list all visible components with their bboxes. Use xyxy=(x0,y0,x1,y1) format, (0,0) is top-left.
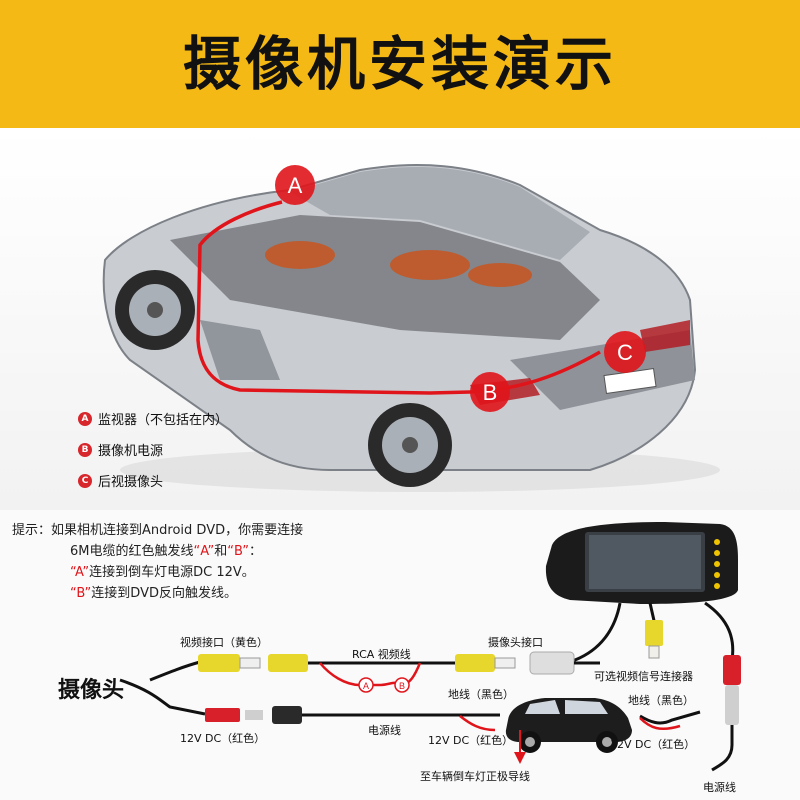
reverse-light-label: 至车辆倒车灯正极导线 xyxy=(420,770,530,783)
legend-badge-a: A xyxy=(78,411,92,426)
note-line-4: “B”连接到DVD反向触发线。 xyxy=(12,583,303,604)
note-line3-text: 连接到倒车灯电源DC 12V。 xyxy=(89,565,255,580)
dc-label-3: 12V DC（红色） xyxy=(610,738,696,751)
dc-label-2: 12V DC（红色） xyxy=(428,734,514,747)
marker-b-label: B xyxy=(483,380,498,405)
legend-badge-c: C xyxy=(78,473,92,488)
note-line4-text: 连接到DVD反向触发线。 xyxy=(91,586,237,601)
note-line-2: 6M电缆的红色触发线“A”和“B”： xyxy=(12,541,303,562)
legend-item-a: A 监视器（不包括在内） xyxy=(78,403,228,434)
header-banner xyxy=(0,0,800,128)
note-line2-mid: 和 xyxy=(214,544,228,559)
legend-text-a: 监视器（不包括在内） xyxy=(98,413,229,428)
optional-connector-label: 可选视频信号连接器 xyxy=(594,670,693,683)
legend-text-b: 摄像机电源 xyxy=(98,444,164,459)
video-port-label: 视频接口（黄色） xyxy=(180,636,268,649)
trigger-b-label: B xyxy=(399,681,405,691)
legend-badge-b: B xyxy=(78,442,92,457)
note-line2-pre: 6M电缆的红色触发线 xyxy=(70,544,194,559)
wiring-route xyxy=(196,200,601,395)
note-line2-post: ： xyxy=(248,544,262,559)
monitor-dc-plug xyxy=(711,655,741,772)
note-line1-text: 如果相机连接到Android DVD，你需要连接 xyxy=(51,523,304,538)
small-car-icon xyxy=(505,698,632,764)
ground-wire-label-2: 地线（黑色） xyxy=(628,694,694,707)
marker-a: A xyxy=(275,165,315,205)
power-cable-label-1: 电源线 xyxy=(368,724,401,737)
legend-item-c: C 后视摄像头 xyxy=(78,465,228,496)
trigger-wires: A B xyxy=(319,662,422,693)
marker-c-label: C xyxy=(617,340,633,365)
power-cable-label-2: 电源线 xyxy=(703,781,736,794)
car-wheels xyxy=(115,270,452,487)
marker-c: C xyxy=(604,331,646,373)
legend-item-b: B 摄像机电源 xyxy=(78,434,228,465)
marker-a-label: A xyxy=(288,173,303,198)
marker-b: B xyxy=(470,372,510,412)
note-line-3: “A”连接到倒车灯电源DC 12V。 xyxy=(12,562,303,583)
note-line3-a: “A” xyxy=(70,565,90,580)
page-title: 摄像机安装演示 xyxy=(182,30,617,98)
note-line4-b: “B” xyxy=(70,586,92,601)
note-prefix: 提示： xyxy=(12,523,52,538)
note-line2-a: “A” xyxy=(193,544,215,559)
camera-port-connector xyxy=(529,651,600,675)
ground-wire-label-1: 地线（黑色） xyxy=(448,688,514,701)
note-line-1: 提示：如果相机连接到Android DVD，你需要连接 xyxy=(12,520,303,541)
legend: A 监视器（不包括在内） B 摄像机电源 C 后视摄像头 xyxy=(78,403,228,496)
camera-port-label: 摄像头接口 xyxy=(488,636,543,649)
camera-label: 摄像头 xyxy=(58,678,125,703)
note-line2-b: “B” xyxy=(227,544,249,559)
monitor xyxy=(545,522,738,604)
legend-text-c: 后视摄像头 xyxy=(98,475,164,490)
dc-label-1: 12V DC（红色） xyxy=(180,732,266,745)
trigger-a-label: A xyxy=(363,681,369,691)
installation-note: 提示：如果相机连接到Android DVD，你需要连接 6M电缆的红色触发线“A… xyxy=(12,520,303,604)
rca-cable-label: RCA 视频线 xyxy=(352,648,411,661)
optional-video-connector xyxy=(645,620,663,659)
power-plug xyxy=(205,706,701,732)
video-port-connector xyxy=(198,654,516,672)
